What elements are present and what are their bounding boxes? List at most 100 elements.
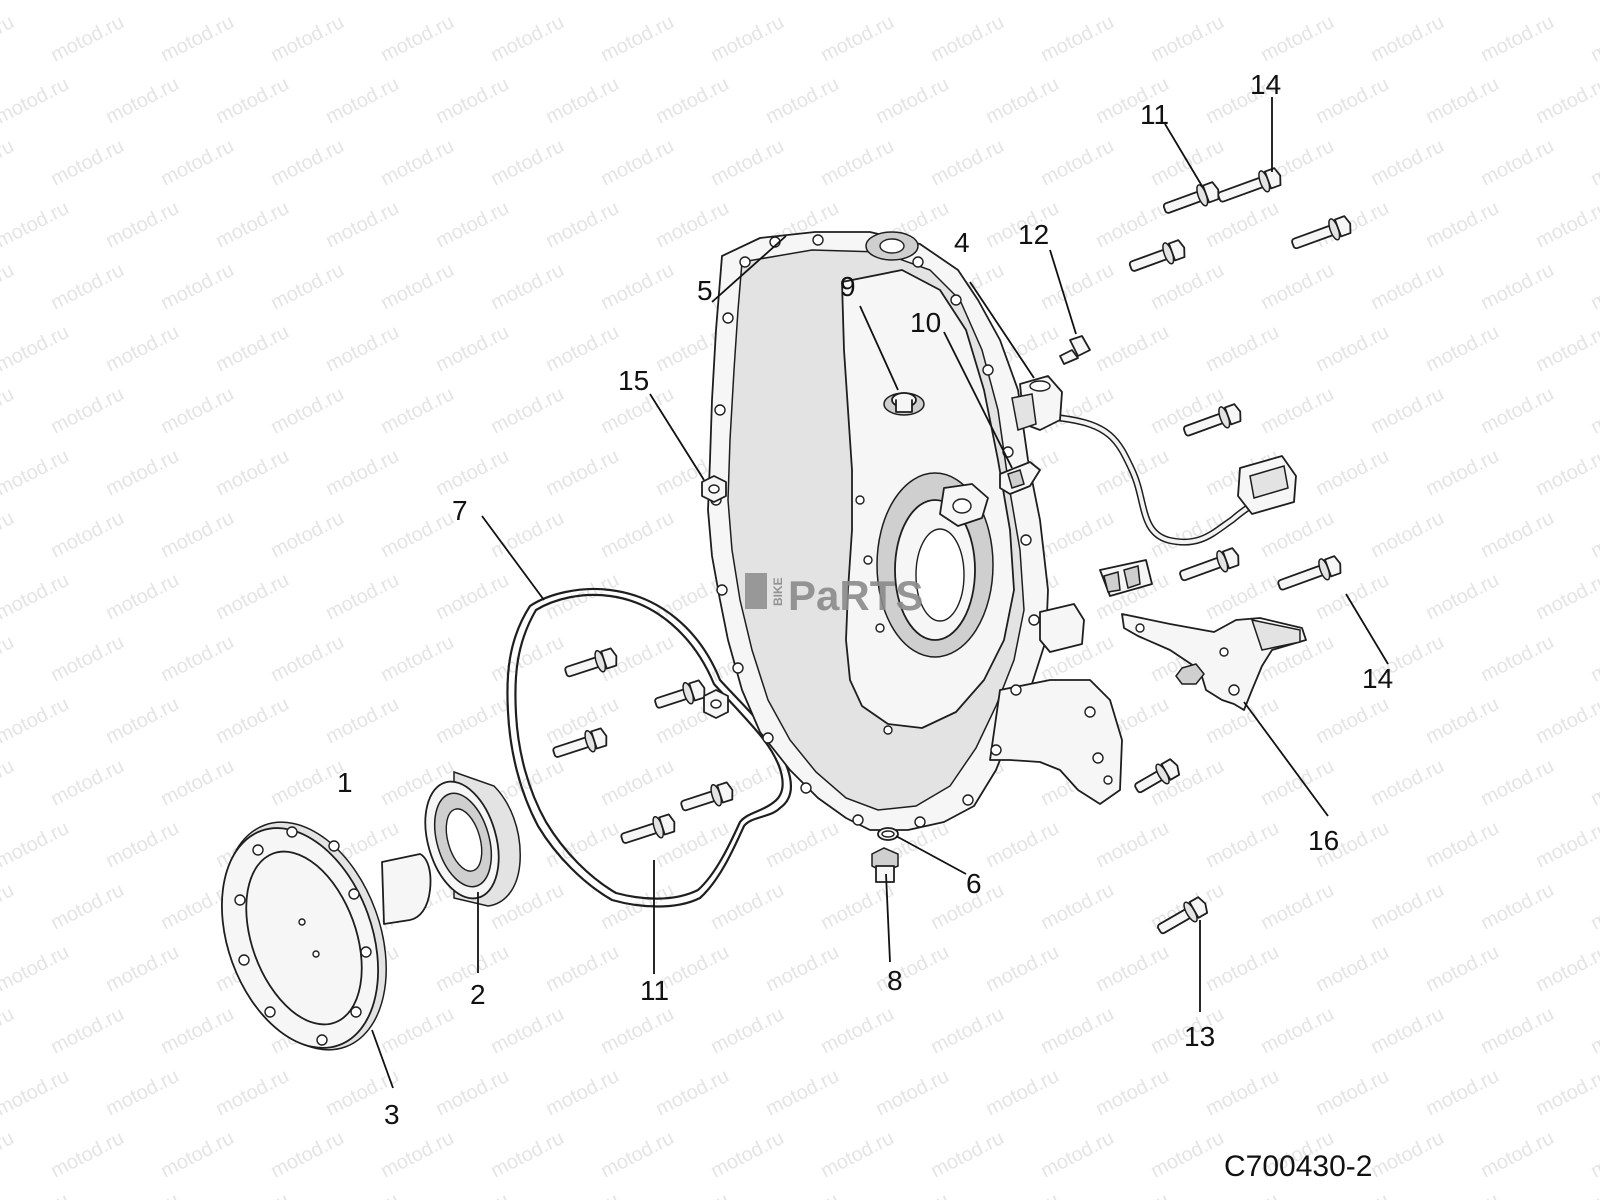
watermark-text: motod.ru [1312,1189,1392,1200]
watermark-text: motod.ru [1092,1189,1172,1200]
watermark-text: motod.ru [1257,383,1337,438]
watermark-text: motod.ru [377,135,457,190]
watermark-text: motod.ru [102,693,182,748]
watermark-text: motod.ru [1587,11,1600,66]
watermark-text: motod.ru [212,445,292,500]
watermark-text: motod.ru [652,197,732,252]
watermark-text: motod.ru [1367,11,1447,66]
watermark-text: motod.ru [1587,1003,1600,1058]
watermark-text: motod.ru [487,259,567,314]
watermark-text: motod.ru [102,1189,182,1200]
callout-8: 8 [887,965,903,996]
watermark-text: motod.ru [1422,941,1502,996]
watermark-text: motod.ru [597,259,677,314]
watermark-text: motod.ru [1202,569,1282,624]
watermark-text: motod.ru [212,73,292,128]
watermark-text: motod.ru [102,0,182,4]
watermark-text: motod.ru [1532,569,1600,624]
watermark-text: motod.ru [1422,73,1502,128]
watermark-text: motod.ru [762,941,842,996]
logo-watermark: BIKE PaRTS [745,572,923,619]
watermark-text: motod.ru [1202,1189,1282,1200]
watermark-text: motod.ru [1312,197,1392,252]
watermark-text: motod.ru [1532,321,1600,376]
watermark-text: motod.ru [157,507,237,562]
watermark-text: motod.ru [47,1003,127,1058]
watermark-text: motod.ru [47,507,127,562]
watermark-text: motod.ru [0,1003,18,1058]
watermark-text: motod.ru [1037,1127,1117,1182]
bolt-arm [1134,758,1181,794]
watermark-text: motod.ru [267,631,347,686]
watermark-text: motod.ru [267,135,347,190]
watermark-text: motod.ru [1312,941,1392,996]
watermark-text: motod.ru [1587,631,1600,686]
callout-7: 7 [452,495,468,526]
bolt-14-right [1277,555,1342,591]
flange-shaft-part-1 [221,821,432,1051]
watermark-text: motod.ru [1312,0,1392,4]
watermark-text: motod.ru [1037,879,1117,934]
watermark-text: motod.ru [1477,383,1557,438]
watermark-text: motod.ru [432,197,512,252]
watermark-text: motod.ru [1202,817,1282,872]
watermark-text: motod.ru [157,135,237,190]
watermark-text: motod.ru [157,11,237,66]
watermark-text: motod.ru [1092,321,1172,376]
watermark-text: motod.ru [322,569,402,624]
watermark-text: motod.ru [542,445,622,500]
watermark-text: motod.ru [47,383,127,438]
watermark-text: motod.ru [377,1003,457,1058]
watermark-text: motod.ru [1477,631,1557,686]
watermark-text: motod.ru [872,73,952,128]
watermark-text: motod.ru [1587,879,1600,934]
drain-plug-part-8 [871,847,899,883]
watermark-text: motod.ru [432,1065,512,1120]
watermark-text: motod.ru [0,1189,73,1200]
watermark-text: motod.ru [377,507,457,562]
watermark-text: motod.ru [762,0,842,4]
watermark-text: motod.ru [1422,1189,1502,1200]
bolt-right-3 [1183,403,1242,437]
watermark-text: motod.ru [1037,507,1117,562]
watermark-text: motod.ru [817,1127,897,1182]
watermark-text: motod.ru [707,879,787,934]
watermark-text: motod.ru [707,11,787,66]
watermark-text: motod.ru [1532,197,1600,252]
watermark-text: motod.ru [47,1127,127,1182]
watermark-text: motod.ru [102,445,182,500]
watermark-text: motod.ru [212,569,292,624]
watermark-text: motod.ru [1532,445,1600,500]
watermark-text: motod.ru [102,73,182,128]
bolt-right-1 [1291,215,1352,250]
watermark-text: motod.ru [267,259,347,314]
watermark-text: motod.ru [872,0,952,4]
watermark-text: motod.ru [432,445,512,500]
bracket-part-16 [1121,613,1307,711]
watermark-text: motod.ru [1257,879,1337,934]
watermark-text: motod.ru [652,73,732,128]
watermark-text: motod.ru [1422,817,1502,872]
watermark-text: motod.ru [872,1065,952,1120]
watermark-text: motod.ru [1092,941,1172,996]
watermark-text: motod.ru [817,135,897,190]
watermark-text: motod.ru [927,11,1007,66]
watermark-text: motod.ru [652,1065,732,1120]
callout-12: 12 [1018,219,1049,250]
watermark-text: motod.ru [212,321,292,376]
watermark-text: motod.ru [0,507,18,562]
callout-2: 2 [470,979,486,1010]
watermark-text: motod.ru [157,755,237,810]
watermark-text: motod.ru [47,879,127,934]
watermark-text: motod.ru [0,197,73,252]
callout-4: 4 [954,227,970,258]
watermark-text: motod.ru [0,631,18,686]
watermark-text: motod.ru [1312,73,1392,128]
bolt-gasket-2 [654,679,706,709]
watermark-text: motod.ru [1312,445,1392,500]
watermark-text: motod.ru [212,693,292,748]
watermark-text: motod.ru [542,1189,622,1200]
callout-11-top: 11 [1140,99,1169,130]
nut-near-gasket [703,689,729,719]
watermark-text: motod.ru [377,1127,457,1182]
